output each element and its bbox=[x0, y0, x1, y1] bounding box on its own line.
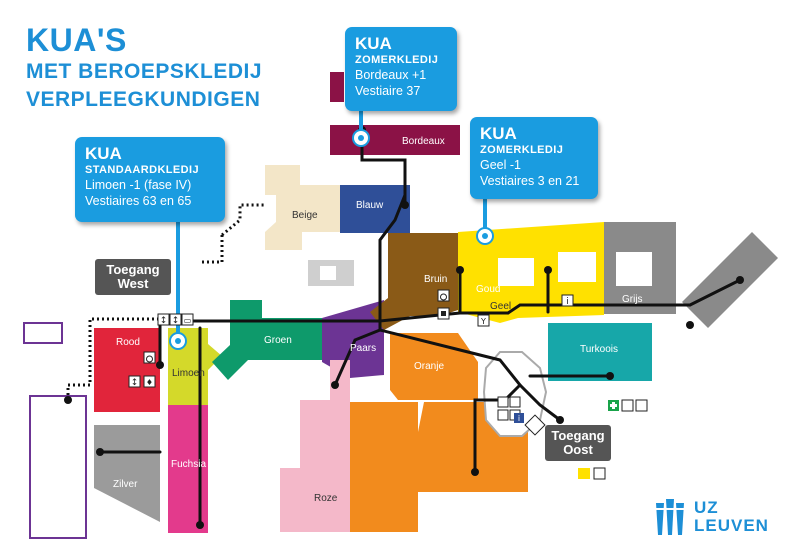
logo-mark-icon bbox=[654, 499, 686, 535]
zone-rood[interactable] bbox=[94, 328, 160, 412]
callout-heading: KUA bbox=[480, 124, 517, 143]
svg-text:i: i bbox=[518, 414, 520, 423]
info-icon[interactable]: i bbox=[514, 413, 524, 423]
location-pin-icon[interactable] bbox=[352, 129, 370, 147]
entrance-label: West bbox=[117, 276, 149, 291]
callout-geel[interactable]: KUA ZOMERKLEDIJ Geel -1 Vestiaires 3 en … bbox=[470, 117, 598, 199]
label-geel: Geel bbox=[490, 301, 511, 312]
label-bruin: Bruin bbox=[424, 274, 447, 285]
shop-icon[interactable] bbox=[437, 307, 450, 320]
entrance-west-badge[interactable]: Toegang West bbox=[95, 259, 171, 295]
amenity-icons: ↕ ♦ Y i ↕ ↕ ▭ i bbox=[128, 289, 648, 480]
entrance-label: Toegang bbox=[106, 262, 160, 277]
zone-bruin[interactable] bbox=[370, 233, 458, 330]
first-aid-icon[interactable] bbox=[608, 400, 619, 411]
label-turkoois: Turkoois bbox=[580, 344, 618, 355]
logo-text-leuven: LEUVEN bbox=[694, 516, 769, 535]
zone-roze[interactable] bbox=[280, 360, 350, 532]
entrance-oost-badge[interactable]: Toegang Oost bbox=[545, 425, 611, 461]
zone-grijs-wing bbox=[682, 232, 778, 328]
taxi-icon[interactable] bbox=[578, 468, 590, 479]
elevator-icon[interactable] bbox=[524, 414, 546, 436]
wheelchair-icon[interactable] bbox=[143, 351, 156, 364]
shop-icon[interactable] bbox=[621, 399, 634, 412]
zone-oranje-south bbox=[350, 402, 528, 532]
location-pin-icon[interactable] bbox=[476, 227, 494, 245]
zone-bordeaux[interactable] bbox=[330, 125, 460, 155]
shop-icon[interactable] bbox=[509, 396, 521, 408]
restaurant-icon[interactable]: Y bbox=[477, 314, 490, 327]
label-limoen: Limoen bbox=[172, 368, 205, 379]
wheelchair-icon[interactable] bbox=[437, 289, 450, 302]
svg-text:Y: Y bbox=[480, 317, 486, 326]
callout-heading: KUA bbox=[355, 34, 392, 53]
page-subtitle-2: VERPLEEGKUNDIGEN bbox=[26, 88, 261, 111]
callout-subheading: ZOMERKLEDIJ bbox=[355, 54, 439, 66]
logo-text-uz: UZ bbox=[694, 498, 719, 517]
elevator-icon[interactable]: ↕ bbox=[128, 375, 141, 388]
svg-text:↕: ↕ bbox=[131, 378, 139, 388]
callout-bordeaux[interactable]: KUA ZOMERKLEDIJ Bordeaux +1 Vestiaire 37 bbox=[345, 27, 457, 111]
label-roze: Roze bbox=[314, 493, 338, 504]
building-outline-west bbox=[23, 322, 63, 344]
label-beige: Beige bbox=[292, 210, 318, 221]
page-title: KUA'S bbox=[26, 22, 127, 58]
parking-icon[interactable]: ▭ bbox=[181, 313, 194, 326]
label-goud: Goud bbox=[476, 284, 500, 295]
callout-limoen[interactable]: KUA STANDAARDKLEDIJ Limoen -1 (fase IV) … bbox=[75, 137, 225, 222]
label-paars: Paars bbox=[350, 343, 376, 354]
parking-icon[interactable] bbox=[593, 467, 606, 480]
callout-subheading: ZOMERKLEDIJ bbox=[480, 144, 564, 156]
elevator-icon[interactable]: ↕ bbox=[169, 313, 182, 326]
callout-heading: KUA bbox=[85, 144, 122, 163]
page-subtitle-1: MET BEROEPSKLEDIJ bbox=[26, 60, 263, 83]
svg-text:↕: ↕ bbox=[172, 316, 180, 326]
walking-paths bbox=[66, 203, 265, 400]
callout-line: Limoen -1 (fase IV) bbox=[85, 178, 192, 192]
zone-labels: Bordeaux Beige Blauw Bruin Goud Geel Gri… bbox=[113, 136, 643, 504]
callout-line: Vestiaires 3 en 21 bbox=[480, 174, 580, 188]
entrance-label: Oost bbox=[563, 442, 593, 457]
callout-line: Geel -1 bbox=[480, 158, 521, 172]
callout-line: Bordeaux +1 bbox=[355, 68, 427, 82]
svg-text:▭: ▭ bbox=[184, 316, 192, 325]
restroom-icon[interactable] bbox=[497, 396, 509, 408]
zone-beige[interactable] bbox=[265, 165, 340, 250]
label-grijs: Grijs bbox=[622, 294, 643, 305]
label-zilver: Zilver bbox=[113, 479, 138, 490]
restroom-icon[interactable]: ♦ bbox=[143, 375, 156, 388]
zone-bordeaux-annex bbox=[330, 72, 344, 102]
routes bbox=[98, 128, 742, 527]
location-pin-icon[interactable] bbox=[169, 332, 187, 350]
label-rood: Rood bbox=[116, 337, 140, 348]
callout-line: Vestiaires 63 en 65 bbox=[85, 194, 192, 208]
entrance-label: Toegang bbox=[551, 428, 605, 443]
label-blauw: Blauw bbox=[356, 200, 384, 211]
elevator-icon[interactable]: ↕ bbox=[157, 313, 170, 326]
wheelchair-icon[interactable] bbox=[497, 409, 509, 421]
callout-line: Vestiaire 37 bbox=[355, 84, 421, 98]
callout-subheading: STANDAARDKLEDIJ bbox=[85, 164, 199, 176]
label-bordeaux: Bordeaux bbox=[402, 136, 445, 147]
svg-text:↕: ↕ bbox=[160, 316, 168, 326]
label-groen: Groen bbox=[264, 335, 292, 346]
building-outline-southwest bbox=[29, 395, 87, 539]
label-oranje: Oranje bbox=[414, 361, 444, 372]
label-fuchsia: Fuchsia bbox=[171, 459, 206, 470]
svg-text:♦: ♦ bbox=[146, 378, 153, 387]
shop-icon[interactable] bbox=[635, 399, 648, 412]
zone-zilver[interactable] bbox=[94, 425, 160, 522]
svg-text:i: i bbox=[566, 297, 569, 307]
info-icon[interactable]: i bbox=[561, 294, 574, 307]
uz-leuven-logo: UZ LEUVEN bbox=[652, 497, 772, 537]
zone-turkoois[interactable] bbox=[548, 323, 652, 381]
